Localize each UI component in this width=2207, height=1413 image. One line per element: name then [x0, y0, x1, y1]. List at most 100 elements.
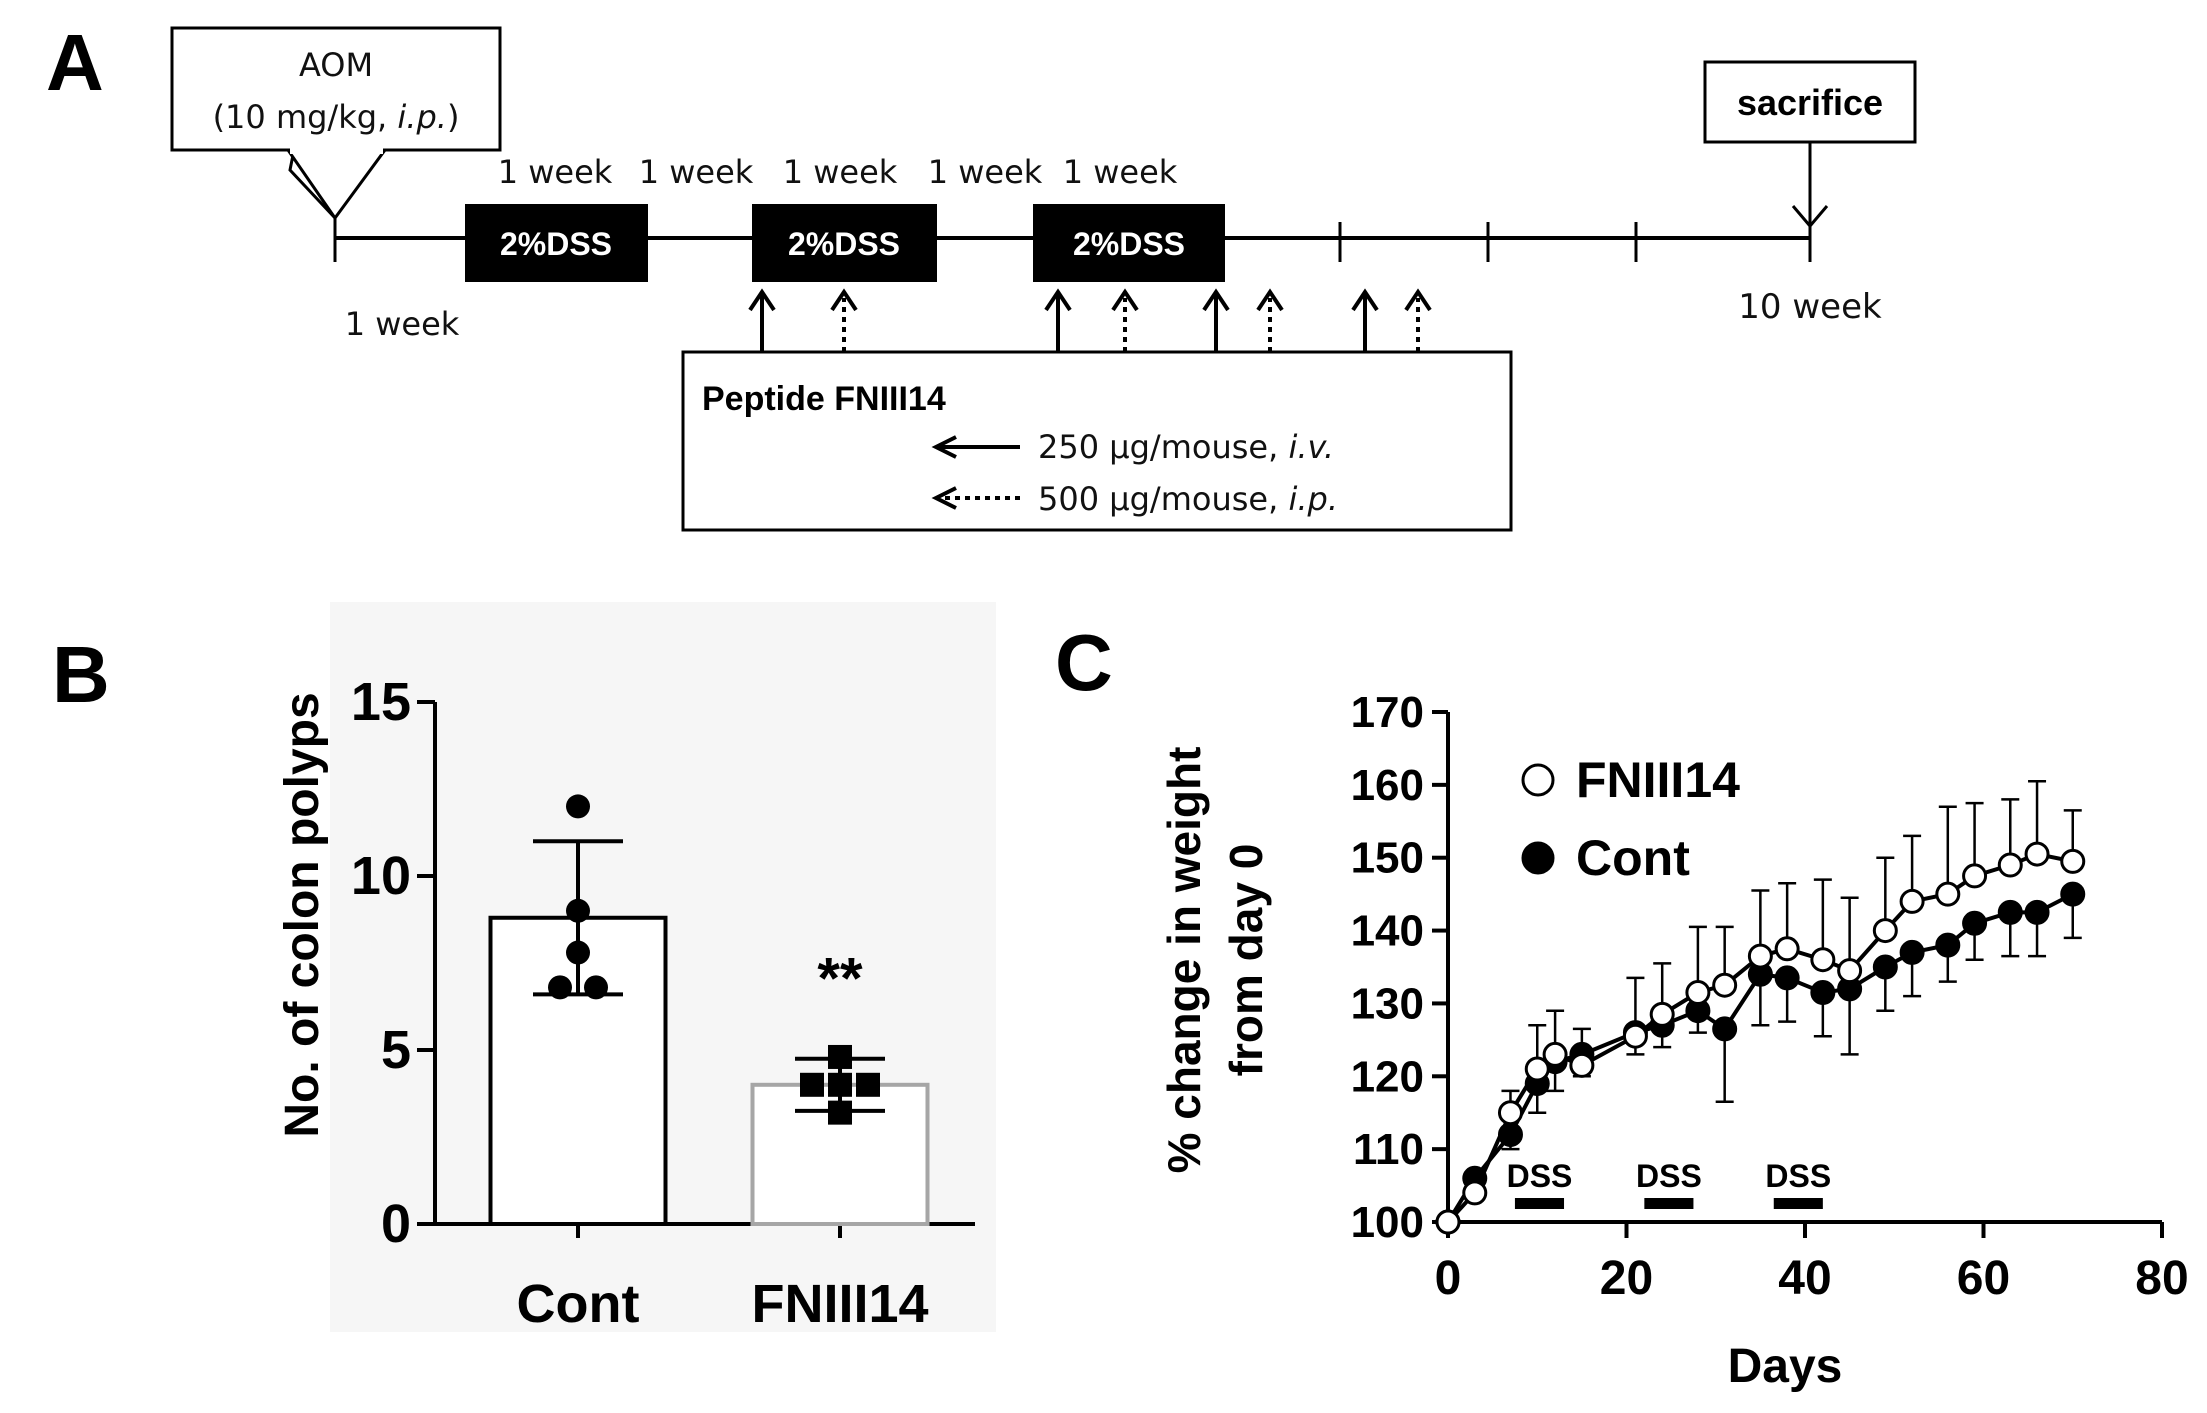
- aom-label: AOM: [299, 46, 373, 84]
- c-point: [1712, 972, 1738, 998]
- c-point: [1935, 881, 1961, 907]
- c-ytick-label: 170: [1351, 688, 1424, 737]
- week-label-3: 1 week: [783, 153, 898, 191]
- c-point: [1935, 932, 1961, 958]
- svg-text:2%DSS: 2%DSS: [788, 226, 900, 262]
- c-xtick-label: 80: [2135, 1252, 2188, 1305]
- c-dss-label: DSS: [1765, 1158, 1831, 1194]
- c-point: [1462, 1180, 1488, 1206]
- b-significance: **: [817, 947, 863, 1012]
- c-legend-marker-fniii14: [1521, 763, 1555, 797]
- week-label-4: 1 week: [928, 153, 1043, 191]
- c-point: [1497, 1100, 1523, 1126]
- c-legend-label-fniii14: FNIII14: [1576, 752, 1740, 808]
- b-ytick-label: 10: [351, 846, 411, 906]
- c-point: [1899, 939, 1925, 965]
- c-point: [1774, 965, 1800, 991]
- b-ytick-label: 0: [381, 1194, 411, 1254]
- c-dss-bar: [1773, 1198, 1823, 1209]
- c-point: [1685, 980, 1711, 1005]
- b-point: [828, 1100, 852, 1125]
- b-ytick-label: 5: [381, 1020, 411, 1080]
- c-ytick-label: 150: [1351, 834, 1424, 883]
- b-point: [828, 1072, 852, 1097]
- b-point: [566, 794, 590, 819]
- svg-text:2%DSS: 2%DSS: [1073, 226, 1185, 262]
- panel-c: C % change in weight from day 0 10011012…: [1055, 618, 2189, 1393]
- c-point: [1649, 1001, 1675, 1027]
- b-xtick-label: FNIII14: [751, 1274, 928, 1334]
- c-point: [1810, 980, 1836, 1005]
- c-dss-label: DSS: [1636, 1158, 1702, 1194]
- c-legend-marker-cont: [1521, 841, 1555, 875]
- c-point: [2060, 881, 2086, 907]
- c-point: [1837, 958, 1863, 984]
- legend-ip-text: 500 µg/mouse, i.p.: [1038, 480, 1338, 518]
- timeline-ticks: [333, 218, 1812, 262]
- c-dss-annotations: DSS DSS DSS: [1507, 1158, 1831, 1209]
- end-week-label: 10 week: [1738, 287, 1882, 327]
- c-point: [1899, 888, 1925, 914]
- legend-iv-text: 250 µg/mouse, i.v.: [1038, 428, 1334, 466]
- c-point: [1747, 943, 1773, 969]
- c-point: [1774, 936, 1800, 962]
- c-ytick-label: 110: [1353, 1125, 1424, 1174]
- c-series-fniii14: [1435, 779, 2086, 1235]
- c-xtick-label: 20: [1600, 1252, 1653, 1305]
- c-point: [1622, 1023, 1648, 1049]
- aom-dose: (10 mg/kg, i.p.): [213, 98, 460, 136]
- c-point: [1569, 1052, 1595, 1078]
- week-label-5: 1 week: [1063, 153, 1178, 191]
- week-label-2: 1 week: [639, 153, 754, 191]
- c-ylabel-line2: from day 0: [1220, 844, 1272, 1077]
- c-ytick-label: 100: [1351, 1198, 1424, 1247]
- c-dss-bar: [1644, 1198, 1694, 1209]
- panel-a-letter: A: [46, 18, 104, 107]
- dss-box-3: 2%DSS: [1033, 204, 1225, 282]
- c-point: [1997, 852, 2023, 878]
- c-legend-label-cont: Cont: [1576, 830, 1690, 886]
- injection-arrows-dotted: [830, 288, 1432, 352]
- peptide-legend-box: [681, 350, 1513, 532]
- b-point: [566, 940, 590, 965]
- c-point: [2024, 899, 2050, 925]
- b-xtick-label: Cont: [517, 1274, 640, 1334]
- sacrifice-label: sacrifice: [1737, 82, 1883, 123]
- c-point: [1524, 1056, 1550, 1082]
- c-dss-bar: [1514, 1198, 1565, 1209]
- injection-arrows: [748, 288, 1379, 352]
- c-point: [1712, 1016, 1738, 1042]
- c-point: [1810, 947, 1836, 973]
- b-point: [566, 898, 590, 923]
- panel-b-letter: B: [52, 630, 110, 719]
- c-ytick-label: 120: [1351, 1052, 1424, 1101]
- c-xtick-label: 0: [1435, 1252, 1462, 1305]
- legend-ip-arrow: [931, 486, 1022, 510]
- c-point: [1435, 1209, 1461, 1235]
- b-point: [584, 975, 608, 1000]
- c-ytick-label: 130: [1351, 979, 1424, 1028]
- peptide-title: Peptide FNIII14: [702, 380, 946, 418]
- dss-box-2: 2%DSS: [752, 204, 937, 282]
- c-point: [1542, 1041, 1568, 1067]
- week-label-1: 1 week: [498, 153, 613, 191]
- b-ylabel: No. of colon polyps: [276, 692, 329, 1137]
- c-ytick-label: 140: [1351, 907, 1424, 956]
- first-week-label: 1 week: [345, 305, 460, 343]
- c-series: [1435, 779, 2086, 1235]
- c-dss-label: DSS: [1507, 1158, 1573, 1194]
- legend-iv-arrow: [931, 435, 1020, 459]
- c-point: [1962, 863, 1988, 889]
- b-point: [800, 1072, 824, 1097]
- c-xlabel: Days: [1728, 1340, 1843, 1393]
- b-point: [548, 975, 572, 1000]
- b-points: [548, 794, 880, 1125]
- c-xtick-label: 40: [1778, 1252, 1831, 1305]
- panel-a: A AOM (10 mg/kg, i.p.) 2%DSS 2%DSS 2%DSS: [46, 18, 1917, 532]
- c-xtick-label: 60: [1957, 1252, 2010, 1305]
- c-point: [1872, 918, 1898, 944]
- b-point: [828, 1044, 852, 1069]
